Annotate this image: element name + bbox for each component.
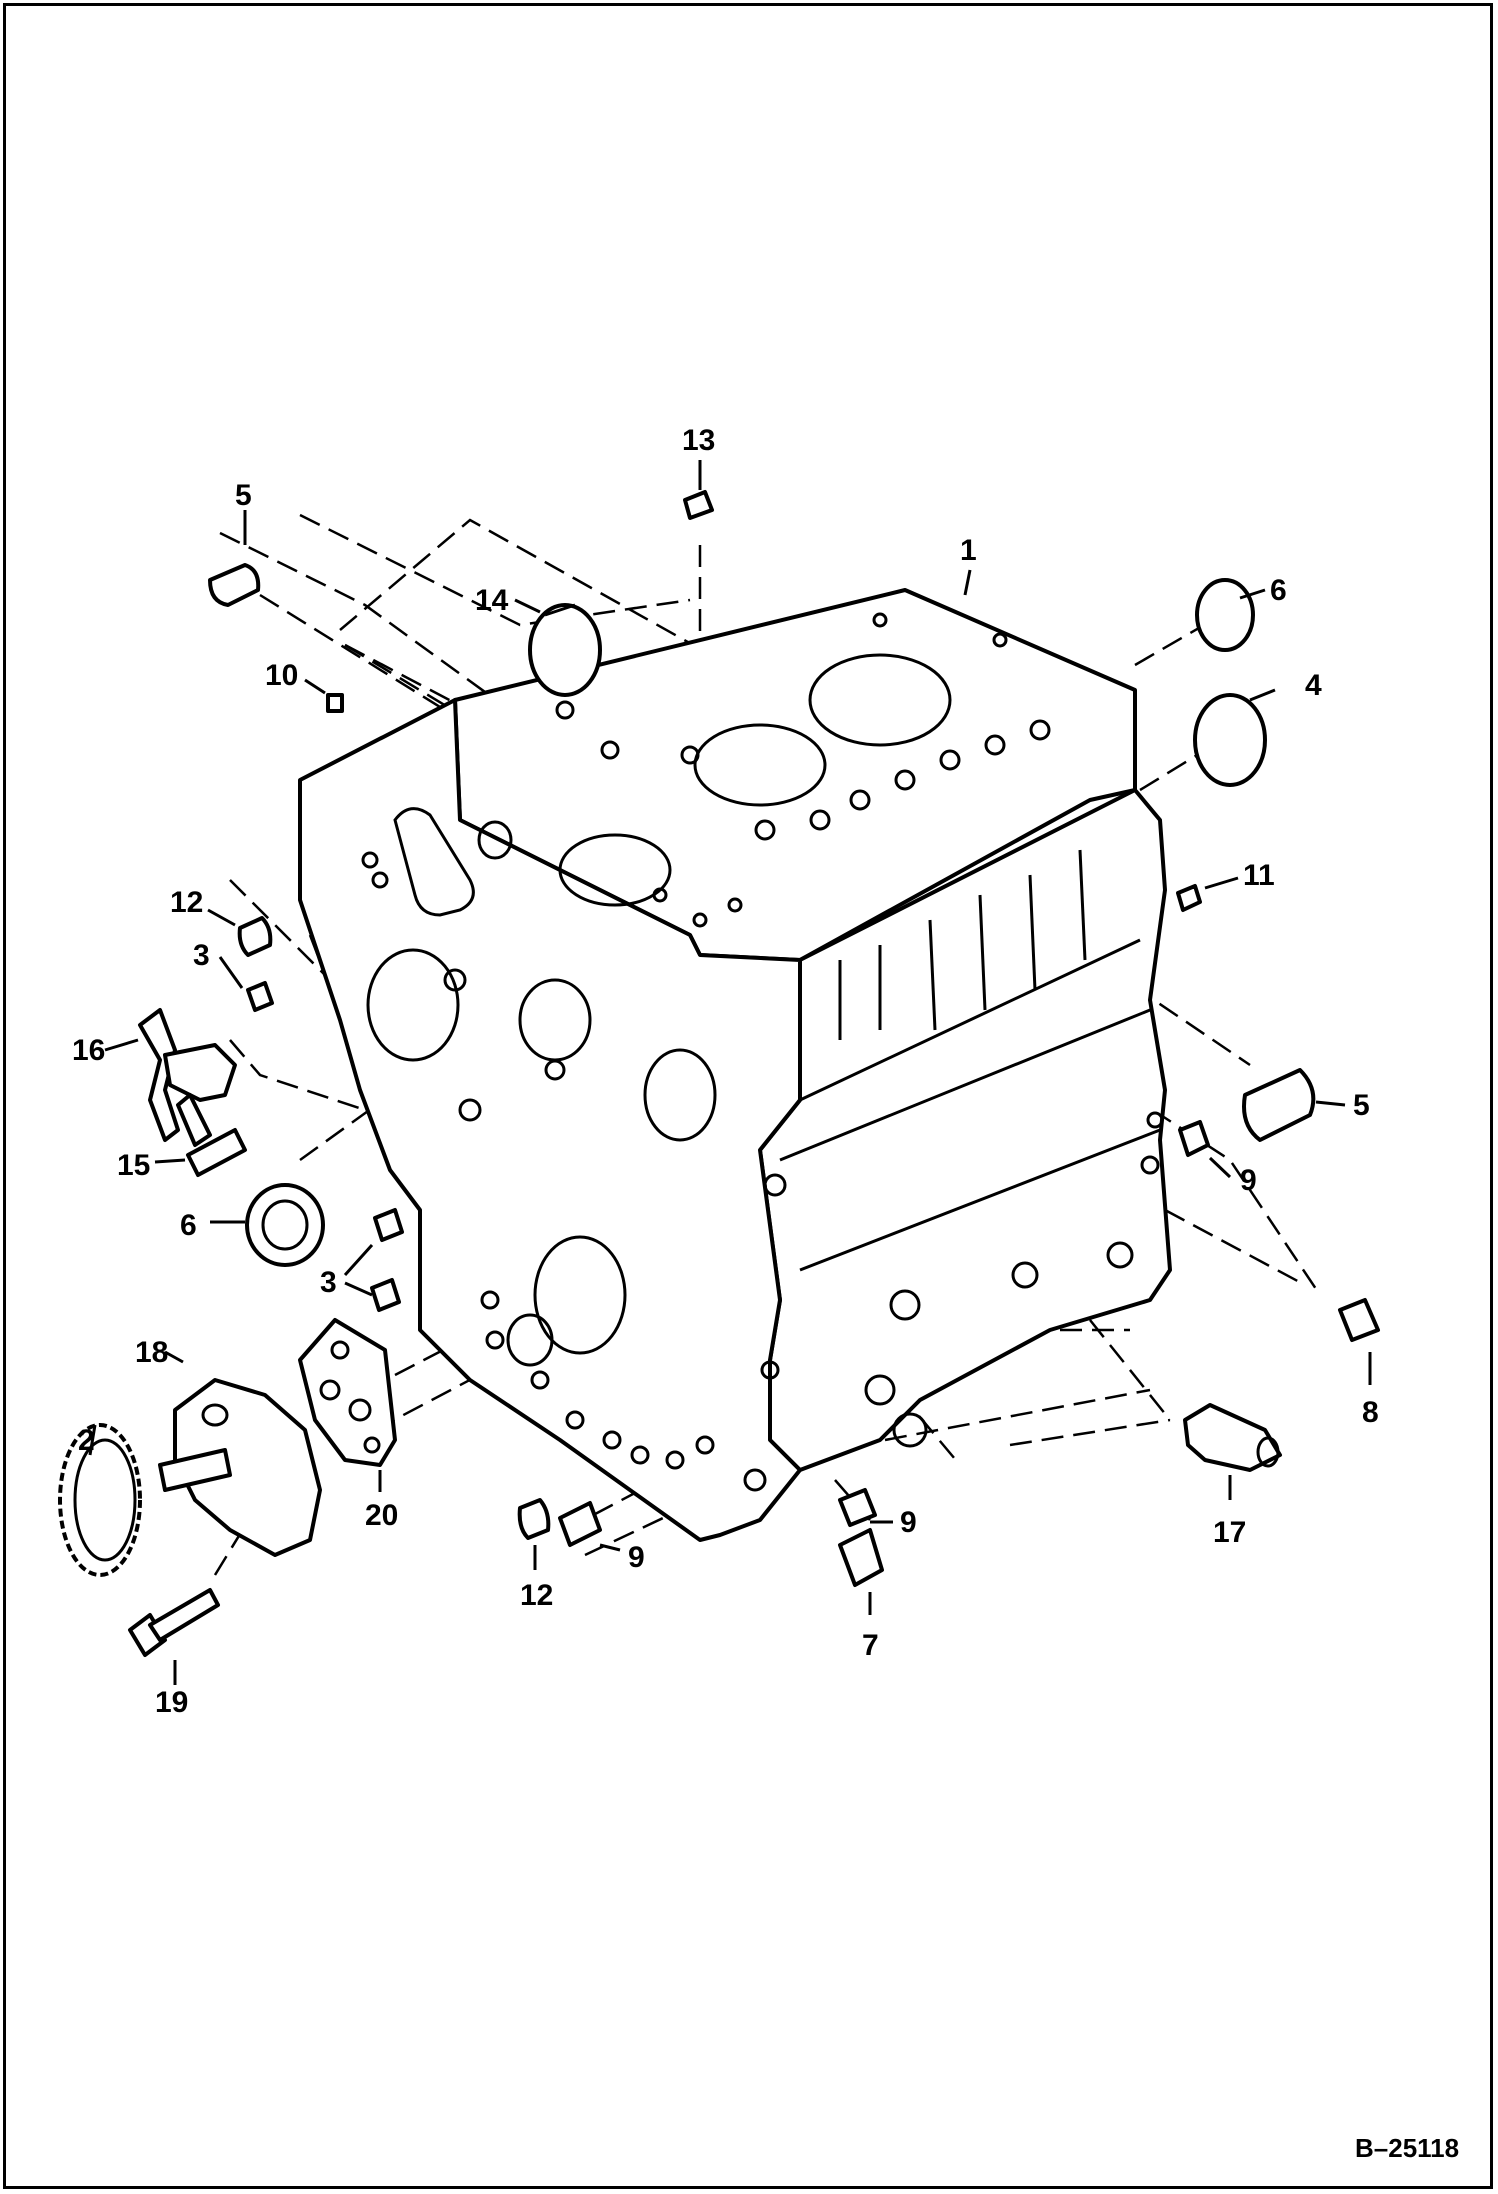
- part-bushing-12-top: [237, 916, 273, 957]
- part-pin-11: [1176, 884, 1202, 912]
- callout-18: 16: [72, 1034, 105, 1067]
- callout-9-right: 9: [1240, 1164, 1257, 1197]
- callout-19: 18: [135, 1336, 168, 1369]
- figure-reference: B–25118: [1355, 2133, 1459, 2163]
- diagram-frame: [3, 3, 1493, 2189]
- callout-12-bottom: 12: [520, 1579, 553, 1612]
- callout-8: 8: [1362, 1396, 1379, 1429]
- callout-2: 2: [78, 1424, 95, 1457]
- part-oil-pump-19: [158, 1378, 322, 1557]
- part-plug-6-right: [1195, 578, 1255, 652]
- part-plug-8: [1338, 1298, 1380, 1342]
- engine-block: [298, 588, 1172, 1542]
- callout-14: 14: [475, 584, 509, 617]
- part-gear-2: [58, 1423, 142, 1577]
- part-sensor-18: [138, 1008, 237, 1147]
- part-plug-4: [1193, 693, 1267, 787]
- part-pin-16: [186, 1128, 247, 1177]
- part-bushing-12-bottom: [517, 1498, 551, 1540]
- part-pin-10: [326, 693, 344, 713]
- part-plug-5-right: [1242, 1068, 1316, 1142]
- callout-20: 20: [365, 1499, 398, 1532]
- part-dowel-3-top: [246, 981, 274, 1012]
- callout-9-bottom-right: 9: [900, 1506, 917, 1539]
- callout-9-bottom-left: 9: [628, 1541, 645, 1574]
- callout-5-right: 5: [1353, 1089, 1370, 1122]
- callout-17: 17: [1213, 1516, 1246, 1549]
- callout-3-lower: 3: [320, 1266, 337, 1299]
- callout-4: 4: [1305, 669, 1322, 702]
- part-plug-13: [683, 490, 714, 520]
- callout-7: 7: [862, 1629, 879, 1662]
- callout-5-top: 5: [235, 479, 252, 512]
- part-plug-9-bottom: [558, 1488, 877, 1547]
- part-bolt-15: [128, 1588, 220, 1657]
- part-plug-7: [838, 1528, 884, 1587]
- callout-1: 1: [960, 534, 977, 567]
- callout-12-top: 12: [170, 886, 203, 919]
- callout-labels: 5 13 1 6 4 14 10 11 12 3 16 5 9 15 6 3 1…: [72, 424, 1379, 1719]
- callout-11: 11: [1243, 859, 1275, 892]
- part-gasket-20: [298, 1318, 397, 1467]
- part-dowels-3-lower: [370, 1208, 404, 1312]
- leader-lines: [88, 460, 1372, 1685]
- callout-3-top: 3: [193, 939, 210, 972]
- part-plug-9-right: [1178, 1120, 1210, 1157]
- callout-13: 13: [682, 424, 715, 457]
- callout-16: 15: [117, 1149, 150, 1182]
- part-switch-17: [1183, 1403, 1282, 1472]
- callout-15: 19: [155, 1686, 188, 1719]
- callout-10: 10: [265, 659, 298, 692]
- part-seal-6-left: [245, 1183, 325, 1267]
- callout-6-right: 6: [1270, 574, 1287, 607]
- callout-6-left: 6: [180, 1209, 197, 1242]
- part-plug-5-top: [208, 563, 261, 607]
- part-plug-14: [528, 603, 602, 697]
